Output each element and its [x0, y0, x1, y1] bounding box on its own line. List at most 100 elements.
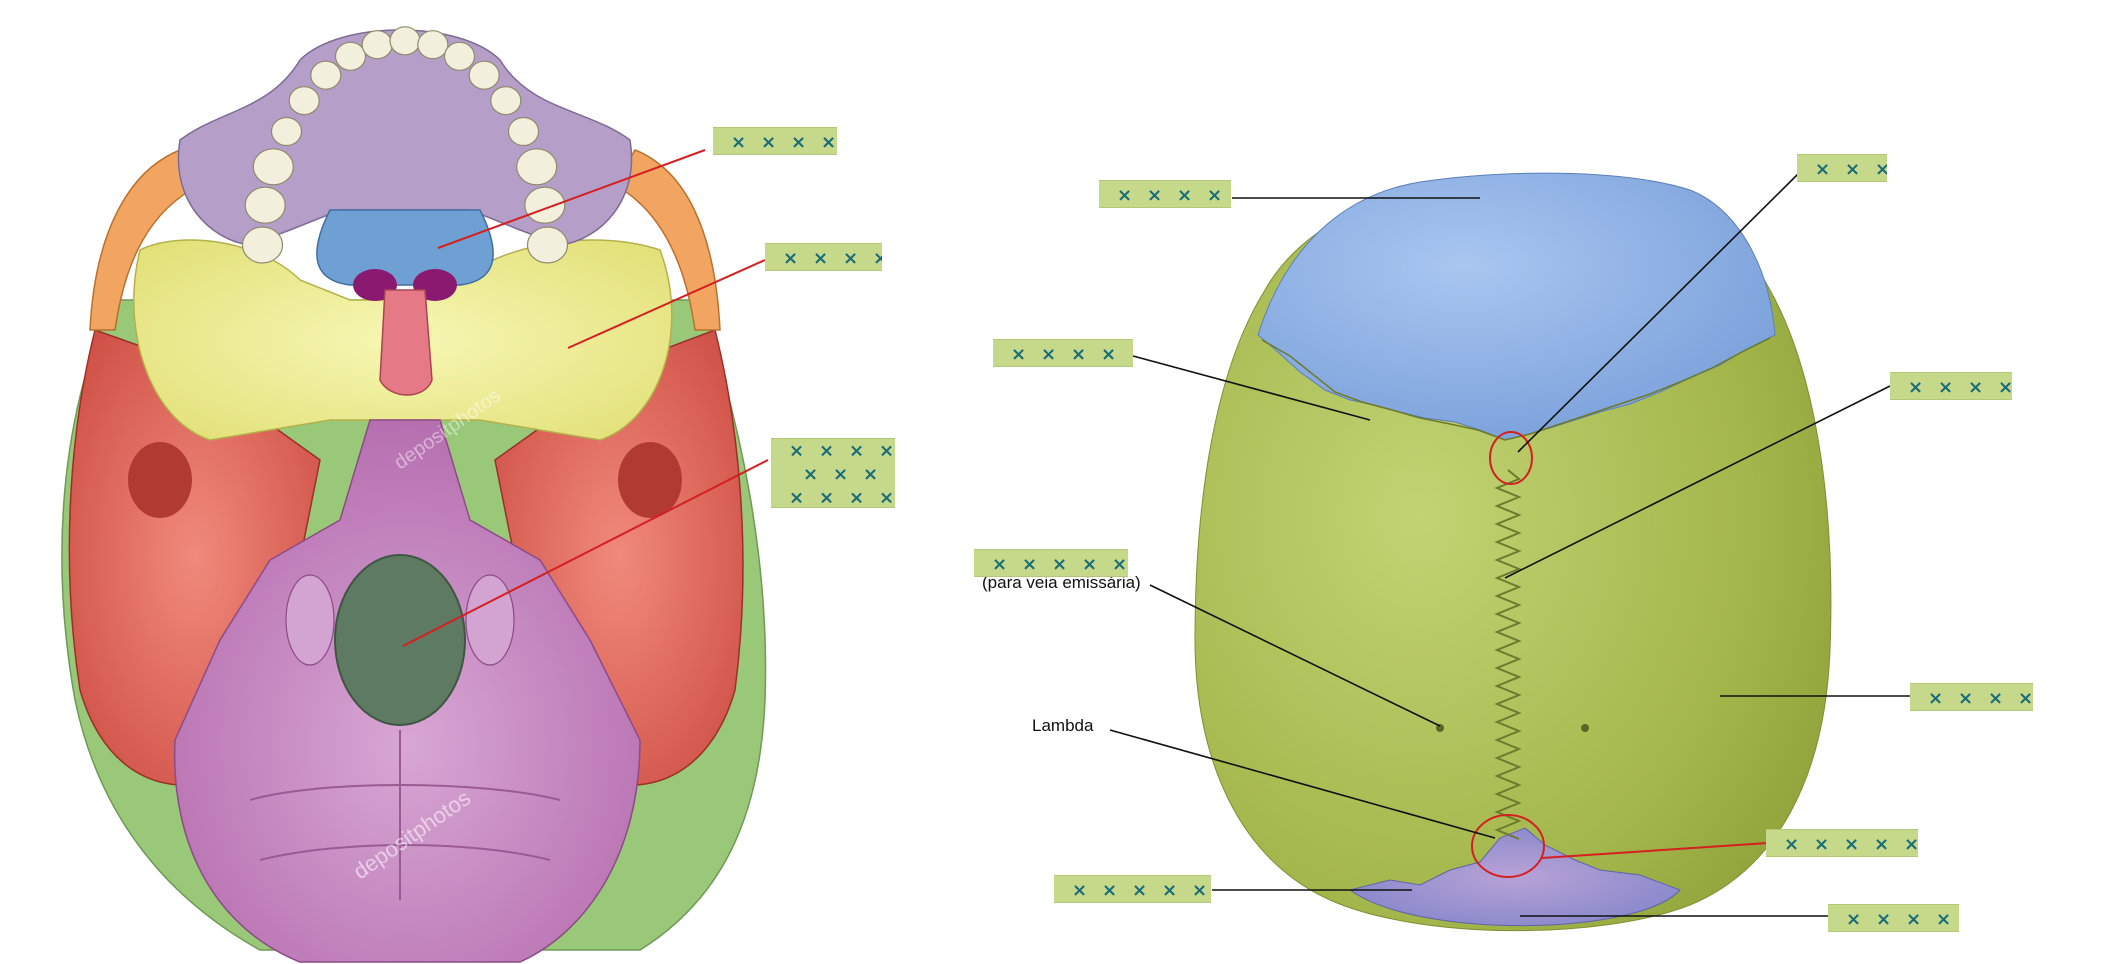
- x-mark-icon: ×: [1102, 880, 1117, 901]
- occipital-condyle-right: [465, 574, 515, 666]
- tooth: [507, 116, 540, 147]
- redaction-tape-bregma: ×××: [1797, 154, 1887, 182]
- x-mark-icon: ×: [1958, 688, 1973, 709]
- leader-line-palatine: [437, 149, 706, 249]
- tooth: [361, 30, 393, 60]
- x-mark-icon: ×: [821, 132, 836, 153]
- leader-line-sagittal: [1504, 385, 1891, 579]
- zygomatic-arch-right: [613, 149, 721, 331]
- redaction-tape-parietal-foramen: ×××××: [974, 549, 1128, 577]
- parietal-foramen-left: [1436, 724, 1444, 732]
- occipital-crest: [249, 730, 561, 900]
- tooth: [244, 186, 286, 224]
- x-mark-icon: ×: [819, 487, 834, 508]
- redaction-tape-frontal: ××××: [1099, 180, 1231, 208]
- x-mark-icon: ×: [1147, 185, 1162, 206]
- x-mark-pattern: ××××: [1011, 344, 1116, 365]
- x-mark-pattern: × × × ×: [1908, 377, 2012, 398]
- x-mark-icon: ×: [1904, 834, 1918, 855]
- x-mark-icon: ×: [1011, 344, 1026, 365]
- x-mark-pattern: ×××××: [992, 554, 1127, 575]
- x-mark-icon: ×: [1162, 880, 1177, 901]
- tooth: [526, 226, 569, 264]
- x-mark-icon: ×: [849, 487, 864, 508]
- x-mark-icon: ×: [1988, 688, 2003, 709]
- tooth: [389, 26, 421, 56]
- redaction-tape-lambdoid: ×××××: [1054, 875, 1211, 903]
- x-mark-icon: ×: [1815, 159, 1830, 180]
- tooth: [334, 41, 367, 71]
- leader-line-bregma: [1517, 171, 1801, 453]
- leader-line-lambda-red: [1541, 842, 1769, 859]
- x-mark-icon: ×: [813, 248, 828, 269]
- redaction-tape-foramen-magnum: ×××××××××××: [771, 438, 895, 508]
- x-mark-icon: ×: [879, 441, 894, 462]
- skull-calvaria-superior-view: [1194, 172, 1832, 932]
- occipital-condyle-left: [285, 574, 335, 666]
- x-mark-pattern: × × × ×: [783, 248, 882, 269]
- x-mark-icon: ×: [2018, 688, 2033, 709]
- bregma-highlight-circle: [1489, 431, 1533, 485]
- x-mark-icon: ×: [819, 441, 834, 462]
- x-mark-icon: ×: [1784, 834, 1799, 855]
- x-mark-icon: ×: [1998, 377, 2012, 398]
- tooth: [468, 60, 500, 90]
- x-mark-icon: ×: [1082, 554, 1097, 575]
- x-mark-pattern: × × × × ×: [1784, 834, 1918, 855]
- x-mark-icon: ×: [1874, 834, 1889, 855]
- leader-line-lambda: [1109, 729, 1496, 839]
- tooth: [241, 226, 284, 264]
- tooth: [252, 148, 294, 186]
- x-mark-icon: ×: [1071, 344, 1086, 365]
- redaction-tape-parietal: × × × ×: [1910, 683, 2033, 711]
- left-leader-lines: [402, 149, 769, 647]
- x-mark-icon: ×: [1112, 554, 1127, 575]
- foramen-magnum: [334, 554, 466, 726]
- x-mark-icon: ×: [789, 441, 804, 462]
- x-mark-icon: ×: [1938, 377, 1953, 398]
- tooth: [524, 186, 566, 224]
- x-mark-icon: ×: [1908, 377, 1923, 398]
- x-mark-icon: ×: [879, 487, 894, 508]
- redaction-tape-palatine: ××××: [713, 127, 837, 155]
- x-mark-icon: ×: [731, 132, 746, 153]
- tooth: [490, 85, 522, 116]
- coronal-suture: [1261, 337, 1771, 441]
- x-mark-pattern: ×××: [1815, 159, 1887, 180]
- vomer-bone: [379, 289, 433, 396]
- x-mark-icon: ×: [1207, 185, 1222, 206]
- redaction-tape-sagittal: × × × ×: [1890, 372, 2012, 400]
- x-mark-icon: ×: [1936, 909, 1951, 930]
- x-mark-icon: ×: [1928, 688, 1943, 709]
- upper-teeth: [241, 26, 569, 264]
- parietal-foramen-right: [1581, 724, 1589, 732]
- x-mark-icon: ×: [843, 248, 858, 269]
- x-mark-icon: ×: [803, 464, 818, 485]
- x-mark-icon: ×: [1844, 834, 1859, 855]
- x-mark-icon: ×: [863, 464, 878, 485]
- leader-line-parietal-foramen: [1149, 584, 1441, 727]
- x-mark-icon: ×: [1814, 834, 1829, 855]
- x-mark-icon: ×: [1876, 909, 1891, 930]
- external-acoustic-meatus-left: [128, 442, 192, 518]
- lambda-highlight-circle: [1471, 814, 1545, 878]
- x-mark-icon: ×: [791, 132, 806, 153]
- sagittal-suture: [1494, 469, 1522, 840]
- zygomatic-arch-left: [89, 149, 202, 331]
- x-mark-pattern: × × × ×: [1928, 688, 2033, 709]
- palatine-bone: [316, 209, 494, 286]
- lambda-label: Lambda: [1032, 716, 1094, 735]
- x-mark-icon: ×: [1052, 554, 1067, 575]
- x-mark-icon: ×: [873, 248, 882, 269]
- x-mark-icon: ×: [1875, 159, 1887, 180]
- tooth: [516, 148, 558, 186]
- x-mark-icon: ×: [833, 464, 848, 485]
- x-mark-icon: ×: [783, 248, 798, 269]
- leader-line-sphenoid: [567, 259, 766, 349]
- redaction-tape-sphenoid: × × × ×: [765, 243, 882, 271]
- x-mark-pattern: ××××: [731, 132, 836, 153]
- x-mark-pattern: ××××: [1846, 909, 1951, 930]
- x-mark-icon: ×: [1968, 377, 1983, 398]
- x-mark-pattern: ×××××: [1072, 880, 1207, 901]
